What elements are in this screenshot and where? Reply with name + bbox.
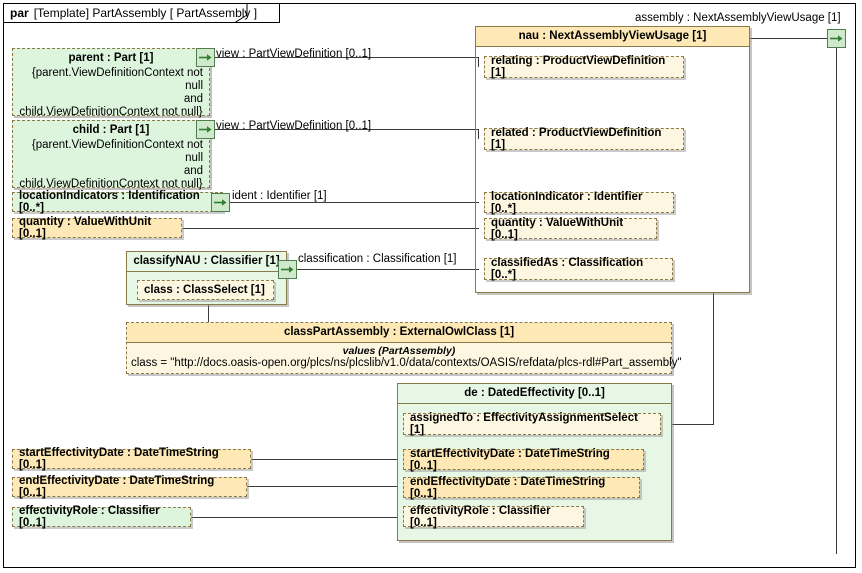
arrow-right-icon <box>830 35 843 42</box>
part-child-constraint: {parent.ViewDefinitionContext not null a… <box>13 139 209 194</box>
part-parent[interactable]: parent : Part [1] {parent.ViewDefinition… <box>12 48 210 118</box>
part-quantity-left-label: quantity : ValueWithUnit [0..1] <box>19 216 152 240</box>
pin-parent-view[interactable] <box>196 48 215 67</box>
port-class-classselect[interactable]: class : ClassSelect [1] <box>137 280 274 300</box>
edge-label-assembly: assembly : NextAssemblyViewUsage [1] <box>635 12 841 24</box>
edge-label-classification: classification : Classification [1] <box>298 253 457 265</box>
pin-classify-nau[interactable] <box>278 260 297 279</box>
pin-child-view[interactable] <box>196 120 215 139</box>
port-nau-classified-as-label: classifiedAs : Classification [0..*] <box>491 257 644 281</box>
part-parent-constraint-line2: and <box>183 93 203 105</box>
part-parent-constraint-line3: child.ViewDefinitionContext not null} <box>19 106 203 118</box>
port-de-end-effectivity-date[interactable]: endEffectivityDate : DateTimeString [0..… <box>403 475 640 500</box>
pin-assembly[interactable] <box>827 29 846 48</box>
port-de-start-effectivity-date-label: startEffectivityDate : DateTimeString [0… <box>410 447 610 472</box>
connector-ident <box>228 202 479 203</box>
part-start-effectivity-date-left-label: startEffectivityDate : DateTimeString [0… <box>19 447 219 471</box>
port-nau-relating-label: relating : ProductViewDefinition [1] <box>491 55 666 79</box>
port-nau-quantity[interactable]: quantity : ValueWithUnit [0..1] <box>484 216 657 241</box>
connector-child-view <box>213 129 479 130</box>
part-quantity-left[interactable]: quantity : ValueWithUnit [0..1] <box>12 216 182 240</box>
part-child-constraint-line1: {parent.ViewDefinitionContext not null <box>31 139 203 164</box>
part-end-effectivity-date-left[interactable]: endEffectivityDate : DateTimeString [0..… <box>12 475 247 499</box>
composite-nau-title: nau : NextAssemblyViewUsage [1] <box>476 27 749 47</box>
port-de-effectivity-role-label: effectivityRole : Classifier [0..1] <box>410 504 551 529</box>
connector-start-effectivity <box>251 459 403 460</box>
arrow-right-icon <box>214 199 227 206</box>
connector-nau-assignedto-vert <box>713 293 714 424</box>
edge-label-ident: ident : Identifier [1] <box>232 190 327 202</box>
port-de-start-effectivity-date[interactable]: startEffectivityDate : DateTimeString [0… <box>403 447 644 472</box>
part-location-indicators[interactable]: locationIndicators : Identification [0..… <box>12 190 223 214</box>
part-child-title: child : Part [1] <box>72 124 150 136</box>
port-de-assigned-to[interactable]: assignedTo : EffectivityAssignmentSelect… <box>403 412 661 436</box>
port-nau-quantity-label: quantity : ValueWithUnit [0..1] <box>491 216 624 241</box>
connector-class-owl <box>208 297 209 323</box>
port-nau-related-label: related : ProductViewDefinition [1] <box>491 127 662 151</box>
part-parent-constraint-line1: {parent.ViewDefinitionContext not null <box>31 67 203 92</box>
owl-class-value: class = "http://docs.oasis-open.org/plcs… <box>131 357 682 369</box>
part-effectivity-role-left[interactable]: effectivityRole : Classifier [0..1] <box>12 505 191 529</box>
part-child[interactable]: child : Part [1] {parent.ViewDefinitionC… <box>12 120 210 190</box>
composite-external-owl-class-title: classPartAssembly : ExternalOwlClass [1] <box>127 323 671 343</box>
port-nau-related[interactable]: related : ProductViewDefinition [1] <box>484 127 684 151</box>
port-nau-relating[interactable]: relating : ProductViewDefinition [1] <box>484 55 684 79</box>
connector-effectivity-role <box>191 517 403 518</box>
part-parent-title: parent : Part [1] <box>68 52 154 64</box>
connector-parent-view-stub <box>478 57 479 67</box>
part-end-effectivity-date-left-label: endEffectivityDate : DateTimeString [0..… <box>19 475 215 499</box>
connector-nau-assignedto-horz <box>660 424 714 425</box>
composite-nau[interactable]: nau : NextAssemblyViewUsage [1] <box>475 26 750 293</box>
port-de-assigned-to-label: assignedTo : EffectivityAssignmentSelect… <box>410 412 638 436</box>
frame-label: [Template] PartAssembly [ PartAssembly ] <box>33 6 258 20</box>
connector-assembly-vertical <box>836 47 837 554</box>
port-class-classselect-label: class : ClassSelect [1] <box>144 284 265 296</box>
connector-assembly <box>750 38 827 39</box>
part-parent-constraint: {parent.ViewDefinitionContext not null a… <box>13 67 209 122</box>
arrow-right-icon <box>199 54 212 61</box>
connector-parent-view <box>213 57 479 58</box>
frame-keyword: par <box>10 6 29 20</box>
composite-external-owl-class[interactable]: classPartAssembly : ExternalOwlClass [1]… <box>126 322 682 374</box>
composite-dated-effectivity-title: de : DatedEffectivity [0..1] <box>398 384 671 404</box>
part-child-constraint-line2: and <box>183 165 203 177</box>
port-de-effectivity-role[interactable]: effectivityRole : Classifier [0..1] <box>403 504 584 529</box>
arrow-right-icon <box>281 266 294 273</box>
arrow-right-icon <box>199 126 212 133</box>
part-effectivity-role-left-label: effectivityRole : Classifier [0..1] <box>19 505 160 529</box>
owl-values-header: values (PartAssembly) <box>342 345 456 357</box>
port-nau-location-indicator-label: locationIndicator : Identifier [0..*] <box>491 190 643 215</box>
part-child-constraint-line3: child.ViewDefinitionContext not null} <box>19 178 203 190</box>
connector-classification <box>295 269 479 270</box>
part-location-indicators-label: locationIndicators : Identification [0..… <box>19 190 200 214</box>
edge-label-view-child: view : PartViewDefinition [0..1] <box>216 120 372 132</box>
edge-label-view-parent: view : PartViewDefinition [0..1] <box>216 48 372 60</box>
port-de-end-effectivity-date-label: endEffectivityDate : DateTimeString [0..… <box>410 475 606 500</box>
port-nau-location-indicator[interactable]: locationIndicator : Identifier [0..*] <box>484 190 674 215</box>
connector-quantity <box>182 228 479 229</box>
frame-header-tab: par [Template] PartAssembly [ PartAssemb… <box>3 3 281 23</box>
connector-end-effectivity <box>247 486 403 487</box>
part-start-effectivity-date-left[interactable]: startEffectivityDate : DateTimeString [0… <box>12 447 251 471</box>
pin-location-indicators[interactable] <box>211 193 230 212</box>
connector-child-view-stub <box>478 129 479 139</box>
composite-classify-nau-title: classifyNAU : Classifier [1] <box>127 252 286 272</box>
port-nau-classified-as[interactable]: classifiedAs : Classification [0..*] <box>484 257 673 281</box>
